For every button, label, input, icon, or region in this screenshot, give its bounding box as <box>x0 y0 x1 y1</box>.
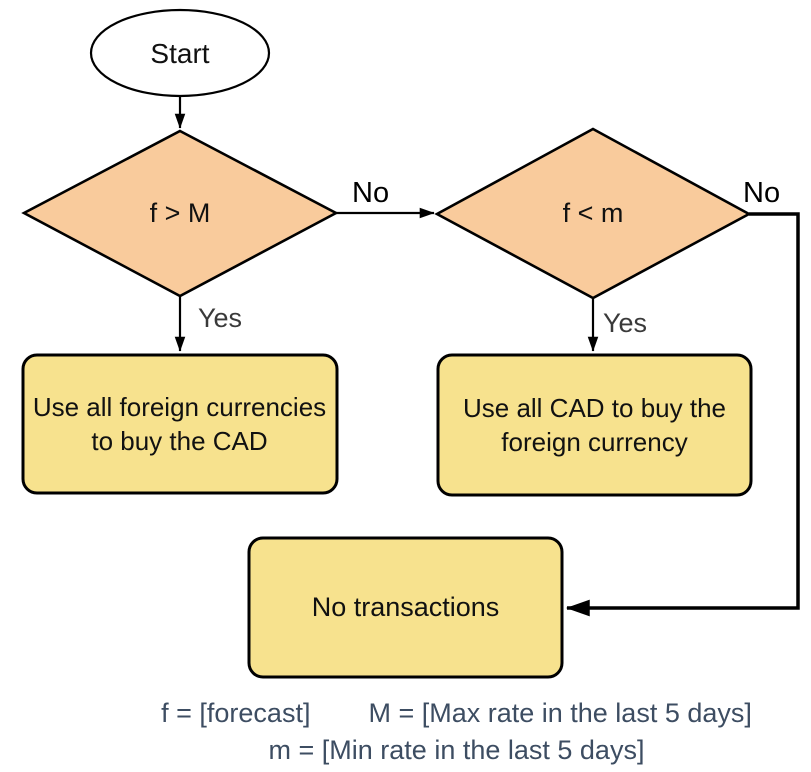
action1-node <box>21 353 339 495</box>
legend-max-definition: M = [Max rate in the last 5 days] <box>368 698 752 728</box>
legend-line2: m = [Min rate in the last 5 days] <box>102 732 811 769</box>
legend-line1: f = [forecast] M = [Max rate in the last … <box>102 695 811 732</box>
legend: f = [forecast] M = [Max rate in the last … <box>102 695 811 769</box>
decision1-node <box>21 129 339 298</box>
legend-min-definition: m = [Min rate in the last 5 days] <box>268 735 645 765</box>
action3-node <box>247 536 564 679</box>
start-node <box>89 8 271 98</box>
decision2-node <box>434 127 752 300</box>
action2-node <box>436 353 753 497</box>
edge-decision2-no <box>565 212 800 617</box>
legend-forecast-definition: f = [forecast] <box>161 698 311 728</box>
